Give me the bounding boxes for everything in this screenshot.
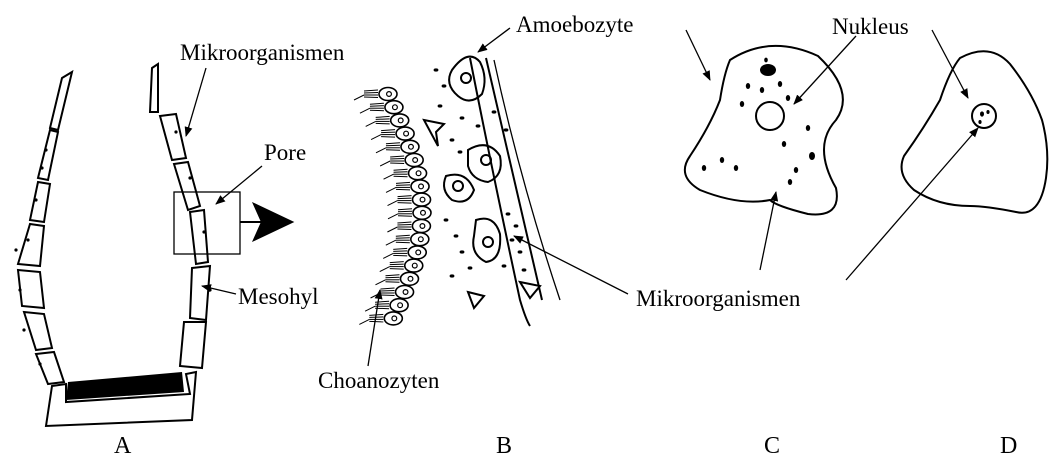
choanocyte-cell	[388, 193, 431, 206]
label-mikroorganismen-bottom: Mikroorganismen	[636, 286, 801, 311]
choanocyte-cell	[380, 259, 423, 272]
choanocyte-cell	[386, 233, 429, 246]
panel-label-a: A	[114, 433, 132, 459]
label-choanozyten: Choanozyten	[318, 368, 440, 393]
label-amoebozyte: Amoebozyte	[516, 12, 634, 37]
choanocyte-cell	[371, 127, 414, 140]
choanocyte-cell	[387, 220, 430, 233]
right-wall	[150, 64, 210, 368]
choanocyte-cell	[388, 206, 431, 219]
choanocyte-cell	[366, 114, 409, 127]
choanocyte-cell	[371, 286, 414, 299]
panel-label-d: D	[1000, 433, 1017, 459]
choanocyte-cell	[360, 101, 403, 114]
choanocyte-cell	[386, 180, 429, 193]
label-mikroorganismen-top: Mikroorganismen	[180, 40, 345, 65]
panel-a-sponge-wall	[14, 64, 292, 426]
left-wall	[18, 72, 72, 384]
choanocyte-cell	[383, 246, 426, 259]
choanocyte-cell	[380, 154, 423, 167]
panel-label-b: B	[496, 433, 512, 459]
label-nukleus: Nukleus	[832, 14, 909, 39]
label-pore: Pore	[264, 140, 306, 165]
panel-b-tissue	[354, 28, 628, 366]
choanocyte-cell	[376, 140, 419, 153]
choanocyte-cell	[375, 272, 418, 285]
choanocyte-cell	[384, 167, 427, 180]
choanocyte-cell	[359, 312, 402, 325]
zoom-arrow-icon	[240, 204, 292, 240]
panel-c-amoebocyte	[685, 30, 856, 270]
choanocyte-cell	[354, 88, 397, 101]
choanocyte-column	[354, 88, 431, 325]
base-wall	[46, 372, 196, 426]
surface-microorganisms	[14, 130, 211, 365]
label-mesohyl: Mesohyl	[238, 284, 319, 309]
panel-label-c: C	[764, 433, 780, 459]
choanocyte-cell	[365, 299, 408, 312]
panel-d-amoebocyte	[846, 30, 1047, 280]
